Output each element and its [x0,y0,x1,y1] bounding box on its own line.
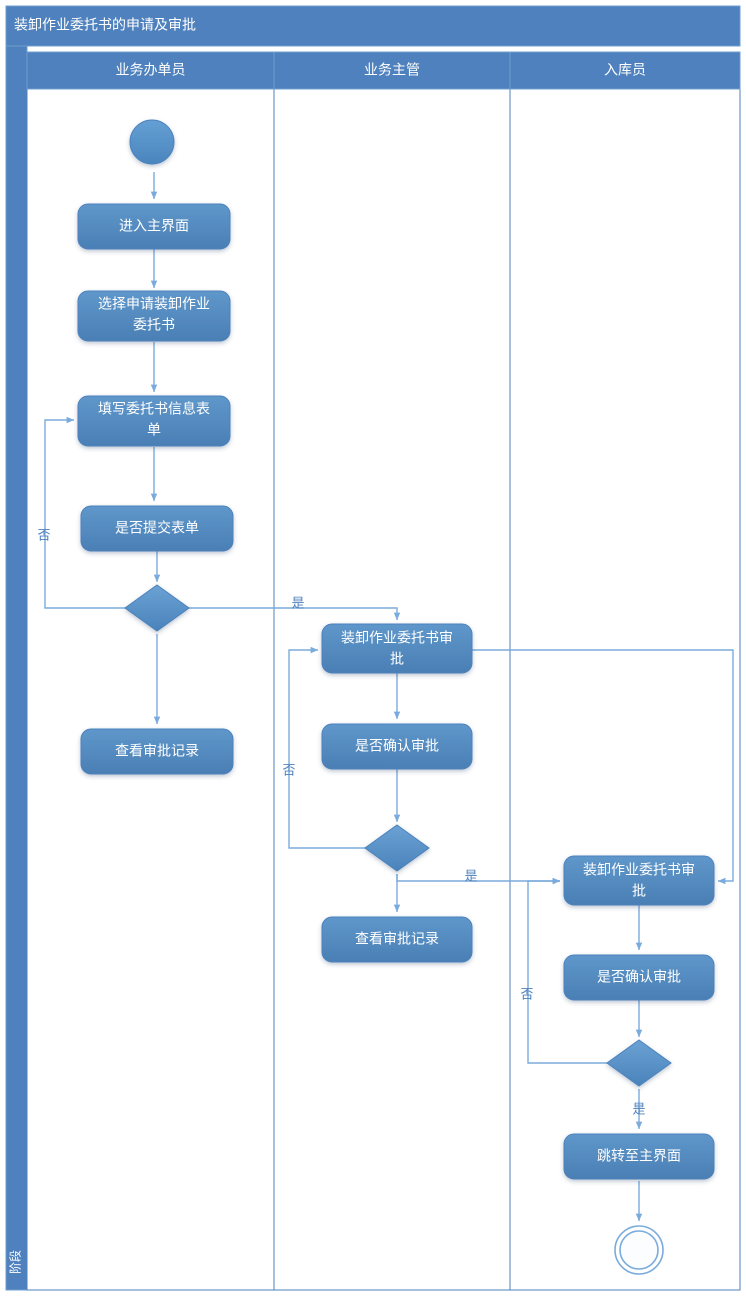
lane-body-business-clerk [26,88,275,1291]
node-fill-order-info-form-label-line2: 单 [147,422,161,438]
node-handling-order-approval-manager-label-line1: 装卸作业委托书审 [341,630,453,646]
edge-label-decision3-yes: 是 [632,1101,645,1116]
node-fill-order-info-form-label-line1: 填写委托书信息表 [98,401,210,417]
node-handling-order-approval-manager[interactable]: 装卸作业委托书审 批 [321,623,473,674]
node-view-approval-records-clerk-label: 查看审批记录 [115,743,199,759]
node-end[interactable] [614,1225,664,1275]
node-whether-confirm-approval-keeper-label: 是否确认审批 [597,969,681,985]
node-whether-submit-form-label: 是否提交表单 [115,520,199,536]
edge-l2approve-to-l3approve [472,649,734,885]
node-whether-confirm-approval-manager[interactable]: 是否确认审批 [321,723,473,770]
node-decision-submit[interactable] [124,584,190,632]
edge-label-decision2-yes: 是 [464,868,477,883]
node-enter-main-screen[interactable]: 进入主界面 [77,203,231,250]
node-start[interactable] [129,119,175,165]
lane-header-business-clerk [26,51,275,90]
node-handling-order-approval-keeper-label-line2: 批 [632,883,646,899]
pool-phase-bar [5,45,28,1291]
node-handling-order-approval-manager-label-line2: 批 [390,651,404,667]
lane-title-warehouse-keeper: 入库员 [604,62,646,78]
node-decision-confirm-keeper[interactable] [606,1039,672,1087]
edge-label-decision2-no: 否 [282,762,295,777]
node-jump-to-main-screen-label: 跳转至主界面 [597,1148,681,1164]
node-whether-confirm-approval-keeper[interactable]: 是否确认审批 [563,954,715,1001]
node-view-approval-records-clerk[interactable]: 查看审批记录 [80,728,234,775]
node-fill-order-info-form[interactable]: 填写委托书信息表 单 [77,395,231,447]
lane-body-warehouse-keeper [509,88,741,1291]
pool-phase-label: 阶段 [8,1250,23,1274]
lane-title-business-manager: 业务主管 [364,62,420,78]
node-select-apply-handling-order-label-line2: 委托书 [133,317,175,333]
edge-decision3-no [527,877,608,1064]
node-view-approval-records-manager[interactable]: 查看审批记录 [321,916,473,963]
node-handling-order-approval-keeper[interactable]: 装卸作业委托书审 批 [563,855,715,906]
edge-decision2-no [288,646,366,849]
node-decision-confirm-manager[interactable] [364,824,430,872]
lane-title-business-clerk: 业务办单员 [116,62,186,78]
edge-decision1-no [44,416,126,609]
node-enter-main-screen-label: 进入主界面 [119,218,189,234]
edge-label-decision1-no: 否 [37,527,50,542]
node-select-apply-handling-order[interactable]: 选择申请装卸作业 委托书 [77,290,231,342]
node-select-apply-handling-order-label-line1: 选择申请装卸作业 [98,296,210,312]
node-jump-to-main-screen[interactable]: 跳转至主界面 [563,1133,715,1180]
lane-header-business-manager [273,51,511,90]
node-whether-submit-form[interactable]: 是否提交表单 [80,505,234,552]
edge-decision2-yes [396,874,561,885]
lane-body-business-manager [273,88,511,1291]
edge-label-decision3-no: 否 [520,986,533,1001]
connector-layer [44,172,734,1222]
node-whether-confirm-approval-manager-label: 是否确认审批 [355,738,439,754]
pool-title: 装卸作业委托书的申请及审批 [14,17,196,33]
edge-decision1-yes [188,607,401,621]
node-handling-order-approval-keeper-label-line1: 装卸作业委托书审 [583,862,695,878]
edge-label-decision1-yes: 是 [291,595,304,610]
pool-title-bar [5,5,741,47]
lane-header-warehouse-keeper [509,51,741,90]
pool-container [5,5,741,1291]
node-view-approval-records-manager-label: 查看审批记录 [355,931,439,947]
